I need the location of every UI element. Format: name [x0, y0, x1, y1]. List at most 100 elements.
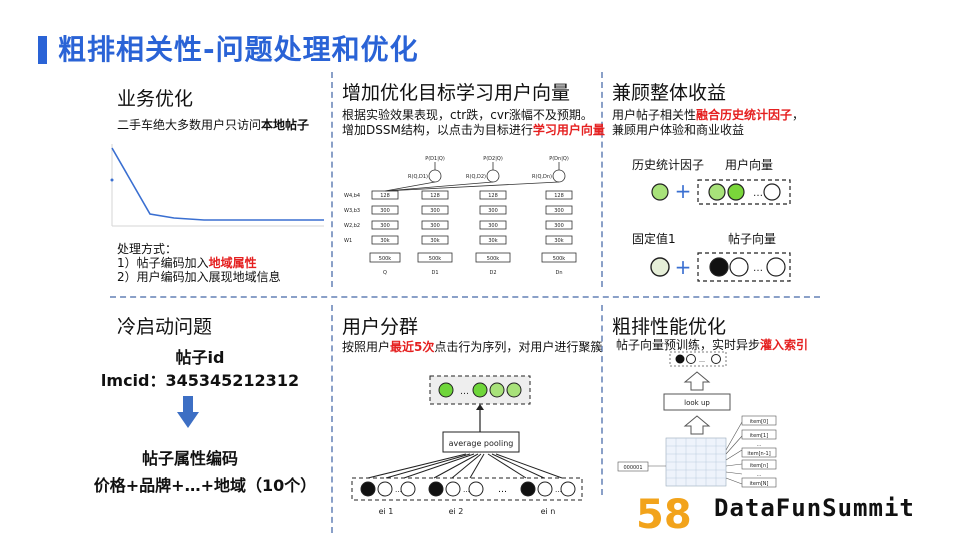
seq-label-1: ei 1: [379, 507, 394, 516]
dssm-l128-dn: 128: [554, 193, 564, 199]
dssm-bottom-dn: Dn: [555, 270, 562, 276]
item-1: item[1]: [750, 433, 768, 439]
embedding-grid: [665, 437, 727, 487]
average-pooling-label: average pooling: [449, 439, 514, 448]
svg-text:…: …: [463, 486, 470, 494]
down-arrow-icon: [177, 396, 199, 428]
dssm-l300b-d1: 300: [430, 223, 440, 229]
dssm-bottom-d1: D1: [431, 270, 438, 276]
panel-perf-line1: 帖子向量预训练，实时异步灌入索引: [616, 338, 809, 352]
svg-text:…: …: [460, 387, 469, 397]
divider-v2-top: [601, 72, 603, 287]
index-lookup-diagram: … look up 000001 item[0] item[1] … item[…: [617, 351, 777, 488]
coldstart-encode: 帖子属性编码: [141, 449, 238, 468]
item-ellipsis-1: …: [757, 442, 762, 448]
dssm-l500k-d1: 500k: [429, 256, 442, 262]
item-ellipsis-2: …: [757, 472, 762, 478]
divider-v1-bottom: [331, 305, 333, 533]
divider-v2-bottom: [601, 305, 603, 495]
panel-business-title: 业务优化: [117, 88, 194, 110]
dssm-l300a-d1: 300: [430, 208, 440, 214]
lookup-label: look up: [684, 399, 710, 407]
label-hist-factor: 历史统计因子: [632, 158, 705, 172]
average-pooling-box: [442, 431, 520, 453]
panel-business-method2: 2）用户编码加入展现地域信息: [117, 270, 281, 284]
item-n-1: item[n-1]: [747, 451, 770, 457]
page-title: 粗排相关性-问题处理和优化: [58, 33, 419, 66]
plus-icon: +: [675, 179, 692, 203]
coldstart-lmcid: lmcid：345345212312: [100, 371, 300, 390]
plus-icon-2: +: [675, 255, 692, 279]
panel-dssm-line2: 增加DSSM结构，以点击为目标进行学习用户向量: [342, 123, 605, 137]
dssm-bottom-q: Q: [383, 270, 387, 276]
dssm-col-d2: [475, 169, 511, 263]
dssm-diagram: P(D1|Q) P(D2|Q) P(Dn|Q) R(Q,D1) R(Q,D2) …: [344, 156, 577, 276]
dssm-l128-d2: 128: [488, 193, 498, 199]
line-chart-series: [111, 147, 324, 221]
svg-text:…: …: [753, 263, 763, 274]
panel-business-method-label: 处理方式：: [117, 242, 178, 256]
label-user-vector: 用户向量: [725, 158, 774, 172]
item-0: item[0]: [750, 419, 768, 425]
svg-text:…: …: [699, 357, 705, 364]
svg-text:…: …: [555, 486, 562, 494]
dssm-l300b-d2: 300: [488, 223, 498, 229]
pooling-diagram: … average pooling … … … … ei 1 ei 2 ei n: [351, 375, 583, 516]
dssm-l30k-q: 30k: [380, 238, 389, 244]
dssm-l128-d1: 128: [430, 193, 440, 199]
dssm-l300b-dn: 300: [554, 223, 564, 229]
dssm-col-d1: [417, 169, 453, 263]
line-chart: [110, 144, 324, 227]
panel-perf-title: 粗排性能优化: [612, 316, 727, 338]
svg-text:…: …: [753, 188, 763, 199]
divider-v1-top: [331, 72, 333, 287]
panel-dssm-line1: 根据实验效果表现，ctr跌，cvr涨幅不及预期。: [342, 108, 593, 122]
click-sequence-box: [351, 477, 583, 501]
dssm-l30k-d1: 30k: [430, 238, 439, 244]
vector-fusion-diagram: + … + …: [650, 179, 791, 282]
dssm-l300b-q: 300: [380, 223, 390, 229]
panel-business-line1: 二手车绝大多数用户只访问本地帖子: [117, 118, 310, 132]
dssm-bottom-d2: D2: [489, 270, 496, 276]
hist-factor-circle: [651, 183, 669, 201]
label-fixed-one: 固定值1: [632, 232, 676, 246]
svg-text:…: …: [395, 486, 402, 494]
panel-coldstart-title: 冷启动问题: [117, 316, 213, 338]
divider-horizontal: [110, 296, 820, 298]
dssm-l500k-q: 500k: [379, 256, 392, 262]
coldstart-post-id: 帖子id: [175, 348, 225, 367]
coldstart-formula: 价格+品牌+…+地域（10个）: [93, 476, 317, 495]
panel-business-method1: 1）帖子编码加入地域属性: [117, 256, 257, 270]
dssm-l300a-q: 300: [380, 208, 390, 214]
dssm-top-2: P(D2|Q): [483, 156, 503, 162]
title-accent-bar: [38, 36, 47, 64]
logo-58-mark: 58: [636, 492, 692, 534]
dssm-l500k-d2: 500k: [487, 256, 500, 262]
seq-label-2: ei 2: [449, 507, 464, 516]
panel-revenue-line2: 兼顾用户体验和商业收益: [612, 123, 745, 137]
panel-dssm-title: 增加优化目标学习用户向量: [342, 82, 571, 104]
panel-revenue-line1: 用户帖子相关性融合历史统计因子，: [612, 108, 805, 122]
dssm-rel-2: R(Q,D2): [466, 174, 486, 180]
dssm-left-3: W2,b2: [344, 223, 360, 229]
panel-cluster-line1: 按照用户最近5次点击行为序列，对用户进行聚簇: [342, 340, 603, 354]
dssm-l300a-d2: 300: [488, 208, 498, 214]
logo-datafun-text: DataFunSummit: [714, 494, 915, 522]
dssm-top-1: P(D1|Q): [425, 156, 445, 162]
user-vector-box: [697, 179, 791, 205]
panel-cluster-title: 用户分群: [342, 316, 419, 338]
dssm-rel-n: R(Q,Dn): [532, 174, 552, 180]
dssm-l128-q: 128: [380, 193, 390, 199]
dssm-l30k-dn: 30k: [554, 238, 563, 244]
item-n: item[n]: [750, 463, 768, 469]
input-id-label: 000001: [623, 465, 642, 471]
dssm-l500k-dn: 500k: [553, 256, 566, 262]
dssm-left-2: W3,b3: [344, 208, 360, 214]
fixed-one-circle: [650, 257, 670, 277]
svg-text:…: …: [498, 485, 507, 495]
dssm-top-n: P(Dn|Q): [549, 156, 569, 162]
dssm-l300a-dn: 300: [554, 208, 564, 214]
logo-58-text: 58: [636, 492, 692, 534]
item-N: item[N]: [750, 481, 769, 487]
dssm-left-1: W4,b4: [344, 193, 360, 199]
